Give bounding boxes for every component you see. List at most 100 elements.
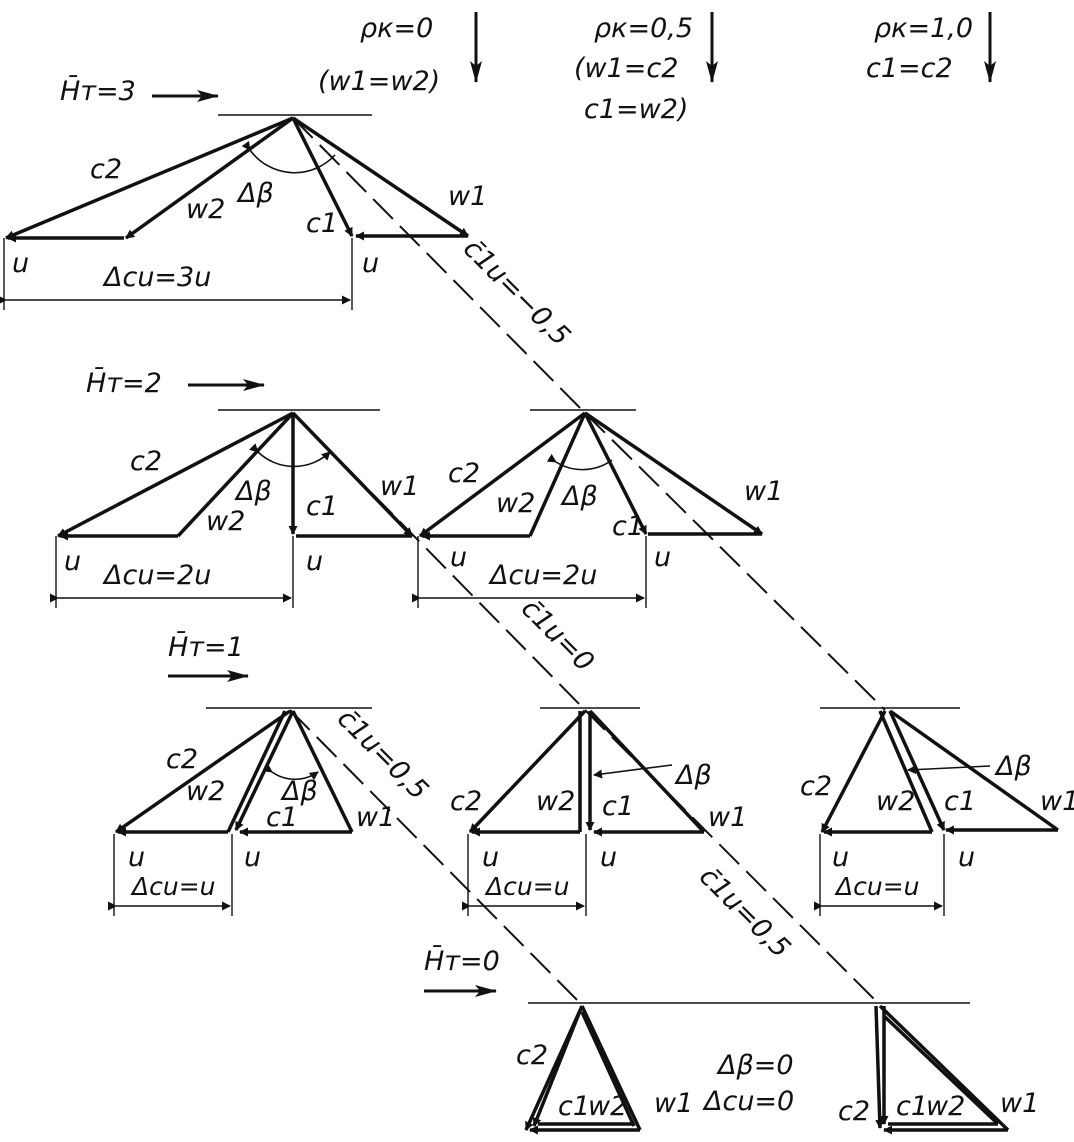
svg-text:H̄т=3: H̄т=3 [60,75,136,107]
triangle-h1-rho0 [108,707,372,916]
label-c1: c1 [558,1091,590,1122]
label-w2: w2 [496,488,535,519]
label-c1: c1 [306,208,338,239]
vector-c2 [874,1005,885,1129]
label-w2: w2 [876,786,915,817]
label-u: u [64,546,81,577]
zero-delta-cu: Δcu=0 [702,1086,794,1117]
relation-label: c1=c2 [866,53,953,84]
labels-h1-rho0: c2 w2 Δβ c1 w1 u u Δcu=u [128,744,395,901]
vector-w1 [588,709,706,834]
vector-w1 [580,1005,642,1131]
label-delta-cu: Δcu=2u [488,560,597,591]
dashed-line-c1u-minus05-a [292,117,586,414]
label-delta-beta: Δβ [234,476,272,507]
label-c1: c1 [306,491,338,522]
label-u: u [362,248,379,279]
label-w1: w1 [380,471,419,502]
vector-w2 [878,710,934,833]
labels-h2-rho0: c2 w2 Δβ c1 w1 u u Δcu=2u [64,446,419,591]
vector-w1 [291,411,414,538]
label-w2: w2 [186,776,225,807]
label-c2: c2 [800,771,832,802]
vector-w1 [291,710,354,833]
label-c2: c2 [448,458,480,489]
label-c1: c1 [612,511,644,542]
label-u: u [450,542,467,573]
delta-beta-arc [249,443,331,468]
relation-label: (w1=c2 [574,53,678,84]
label-u: u [600,842,617,873]
zero-state-note: Δβ=0 Δcu=0 [702,1050,794,1117]
label-u: u [12,248,29,279]
column-header-rho-05: ρк=0,5 (w1=c2 c1=w2) [574,12,718,125]
vector-c2 [468,709,587,834]
label-w1: w1 [1040,786,1074,817]
vector-w2 [176,411,295,538]
delta-beta-arc [262,763,319,781]
label-u: u [306,546,323,577]
level-label-h2: H̄т=2 [86,367,265,399]
level-label-h0: H̄т=0 [424,945,500,997]
label-c1: c1 [944,786,976,817]
triangle-h0-rho05 [524,1002,970,1135]
dashed-label-c1u-minus05: c̄1u=−0,5 [457,233,576,352]
label-u: u [958,842,975,873]
dashed-line-c1u-0-a [292,412,586,711]
label-w1: w1 [1000,1088,1039,1119]
label-w2: w2 [536,786,575,817]
dashed-lines [289,117,886,1006]
label-delta-cu: Δcu=u [834,872,919,901]
vector-c2 [820,710,887,833]
labels-h2-rho05: c2 w2 Δβ c1 w1 u u Δcu=2u [448,458,783,591]
triangle-h2-rho0 [50,409,414,608]
label-u: u [244,842,261,873]
label-u: u [832,842,849,873]
label-u: u [654,542,671,573]
dashed-label-c1u-05-right: c̄1u=0,5 [693,861,796,964]
delta-beta-arc [241,140,336,174]
vector-w2 [528,412,587,537]
rho-label: ρк=0,5 [594,13,693,44]
dashed-line-c1u-05 [289,709,583,1006]
vector-w1 [584,411,763,536]
label-w1: w1 [744,476,783,507]
label-c2: c2 [90,154,122,185]
rho-label: ρк=0 [360,13,433,44]
label-delta-cu: Δcu=2u [102,560,211,591]
vector-c1 [532,1005,584,1127]
delta-beta-leader [593,764,673,779]
label-u: u [482,842,499,873]
label-w1: w1 [356,802,395,833]
label-delta-beta: Δβ [994,751,1032,782]
vector-c2 [5,116,294,240]
label-c1: c1 [602,791,634,822]
svg-text:H̄т=1: H̄т=1 [168,631,244,663]
vector-w2 [226,710,287,833]
level-label-h1: H̄т=1 [168,631,249,682]
relation-label: c1=w2) [584,94,688,125]
label-w1: w1 [448,181,487,212]
label-w2: w2 [588,1091,627,1122]
label-c2: c2 [838,1096,870,1127]
label-w2: w2 [926,1091,965,1122]
label-delta-beta: Δβ [560,481,598,512]
column-header-rho-1: ρк=1,0 c1=c2 [866,12,996,84]
label-u: u [128,842,145,873]
labels-h1-rho05: c2 w2 c1 Δβ w1 u u Δcu=u [450,760,747,901]
vector-c1 [291,117,354,237]
label-delta-cu: Δcu=3u [102,262,211,293]
label-w1: w1 [654,1088,693,1119]
rho-label: ρк=1,0 [874,13,973,44]
label-delta-cu: Δcu=u [130,872,215,901]
vector-w2 [882,1014,1000,1126]
vector-w1 [888,709,1060,832]
dashed-line-c1u-0-b [584,709,881,1006]
dashed-label-c1u-05-left: c̄1u=0,5 [331,703,434,806]
label-c1: c1 [896,1091,928,1122]
vector-c1 [583,412,648,535]
vector-w2 [580,1011,636,1127]
label-w2: w2 [206,506,245,537]
vector-c2 [115,709,291,834]
triangle-h1-rho05 [462,707,706,916]
